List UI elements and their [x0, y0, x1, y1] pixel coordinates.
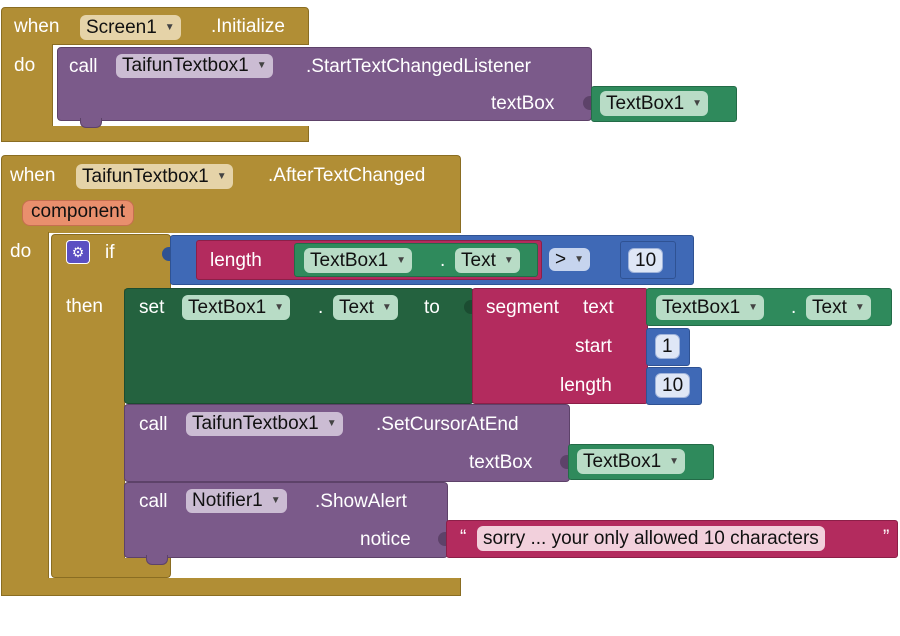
length-param-label: length [560, 375, 612, 396]
textbox-param-label: textBox [469, 452, 533, 473]
taifun-event-component-dropdown[interactable]: TaifunTextbox1 ▼ [76, 164, 233, 189]
call-keyword: call [139, 491, 168, 512]
number-value: 1 [662, 335, 673, 357]
dropdown-value: TextBox1 [310, 249, 389, 271]
text-property-dropdown[interactable]: Text ▼ [806, 295, 871, 320]
textbox1-component-dropdown[interactable]: TextBox1 ▼ [656, 295, 765, 320]
screen1-component-dropdown[interactable]: Screen1 ▼ [80, 15, 181, 40]
when-keyword: when [14, 16, 60, 37]
dropdown-value: TextBox1 [662, 296, 741, 318]
chevron-down-icon: ▼ [274, 301, 285, 313]
textbox1-component-dropdown[interactable]: TextBox1 ▼ [304, 248, 413, 273]
string-value: sorry ... your only allowed 10 character… [483, 527, 819, 549]
do-keyword: do [10, 241, 32, 262]
after-text-changed-event-name: .AfterTextChanged [268, 165, 426, 186]
segment-keyword: segment [486, 297, 559, 318]
dropdown-value: TaifunTextbox1 [122, 55, 249, 76]
do-keyword: do [14, 55, 36, 76]
gear-icon[interactable]: ⚙ [66, 240, 90, 264]
dropdown-value: > [555, 248, 567, 270]
taifun-component-dropdown[interactable]: TaifunTextbox1 ▼ [116, 54, 273, 78]
string-value-field[interactable]: sorry ... your only allowed 10 character… [477, 526, 825, 551]
dot-separator: . [791, 297, 797, 318]
chevron-down-icon: ▼ [669, 455, 680, 467]
close-quote: ” [883, 527, 890, 548]
show-alert-method-name: .ShowAlert [315, 491, 407, 512]
chevron-down-icon: ▼ [396, 254, 407, 266]
screen1-initialize-event-body [1, 44, 53, 130]
after-text-changed-event-foot [1, 578, 461, 596]
if-block-foot [51, 558, 171, 578]
chevron-down-icon: ▼ [854, 301, 865, 313]
dropdown-value: TextBox1 [583, 450, 662, 472]
notice-param-label: notice [360, 529, 411, 550]
dot-separator: . [440, 250, 446, 271]
if-keyword: if [105, 242, 115, 263]
start-param-label: start [575, 336, 612, 357]
component-param-pill[interactable]: component [22, 200, 135, 226]
dropdown-value: TaifunTextbox1 [192, 413, 319, 434]
number-value: 10 [662, 374, 684, 396]
condition-socket [162, 247, 170, 261]
number-10-field[interactable]: 10 [628, 248, 664, 273]
chevron-down-icon: ▼ [503, 254, 514, 266]
initialize-event-name: .Initialize [211, 16, 285, 37]
start-listener-method-name: .StartTextChangedListener [306, 56, 531, 77]
value-socket [464, 300, 472, 314]
textbox1-component-dropdown[interactable]: TextBox1 ▼ [182, 295, 291, 320]
textbox-param-label: textBox [491, 93, 555, 114]
open-quote: “ [460, 527, 467, 548]
if-block-body [51, 289, 125, 563]
after-text-changed-event-body [1, 232, 49, 584]
call-keyword: call [139, 414, 168, 435]
textbox1-component-dropdown[interactable]: TextBox1 ▼ [577, 449, 686, 474]
segment-block[interactable] [472, 288, 648, 404]
chevron-down-icon: ▼ [164, 21, 175, 33]
dropdown-value: TextBox1 [606, 92, 685, 114]
taifun-component-dropdown[interactable]: TaifunTextbox1 ▼ [186, 412, 343, 436]
start-listener-call-block[interactable] [57, 47, 592, 121]
set-textbox1-text-block[interactable] [124, 288, 474, 404]
to-keyword: to [424, 297, 440, 318]
set-cursor-method-name: .SetCursorAtEnd [376, 414, 519, 435]
dropdown-value: Text [812, 296, 847, 318]
chevron-down-icon: ▼ [326, 418, 337, 429]
dropdown-value: Screen1 [86, 16, 157, 38]
call-keyword: call [69, 56, 98, 77]
textbox1-component-dropdown[interactable]: TextBox1 ▼ [600, 91, 709, 116]
dropdown-value: TaifunTextbox1 [82, 165, 209, 187]
chevron-down-icon: ▼ [381, 301, 392, 313]
input-socket [438, 532, 446, 546]
chevron-down-icon: ▼ [692, 97, 703, 109]
set-keyword: set [139, 297, 165, 318]
chevron-down-icon: ▼ [216, 170, 227, 182]
chevron-down-icon: ▼ [748, 301, 759, 313]
when-keyword: when [10, 165, 56, 186]
number-value: 10 [635, 249, 657, 271]
dropdown-value: Text [339, 296, 374, 318]
notifier1-component-dropdown[interactable]: Notifier1 ▼ [186, 489, 287, 513]
number-1-field[interactable]: 1 [655, 334, 680, 359]
dot-separator: . [318, 297, 324, 318]
chevron-down-icon: ▼ [256, 60, 267, 71]
chevron-down-icon: ▼ [270, 495, 281, 506]
text-param-label: text [583, 297, 614, 318]
dropdown-value: Notifier1 [192, 490, 263, 511]
text-property-dropdown[interactable]: Text ▼ [333, 295, 398, 320]
screen1-initialize-event-foot [1, 126, 309, 142]
then-keyword: then [66, 296, 103, 317]
input-socket [583, 96, 591, 110]
dropdown-value: TextBox1 [188, 296, 267, 318]
number-10-field[interactable]: 10 [655, 373, 691, 398]
chevron-down-icon: ▼ [574, 253, 585, 265]
text-property-dropdown[interactable]: Text ▼ [455, 248, 520, 273]
compare-operator-dropdown[interactable]: >▼ [549, 248, 591, 271]
dropdown-value: Text [461, 249, 496, 271]
length-keyword: length [210, 250, 262, 271]
input-socket [560, 455, 568, 469]
start-listener-call-notch [80, 118, 102, 128]
show-alert-call-notch [146, 555, 168, 565]
